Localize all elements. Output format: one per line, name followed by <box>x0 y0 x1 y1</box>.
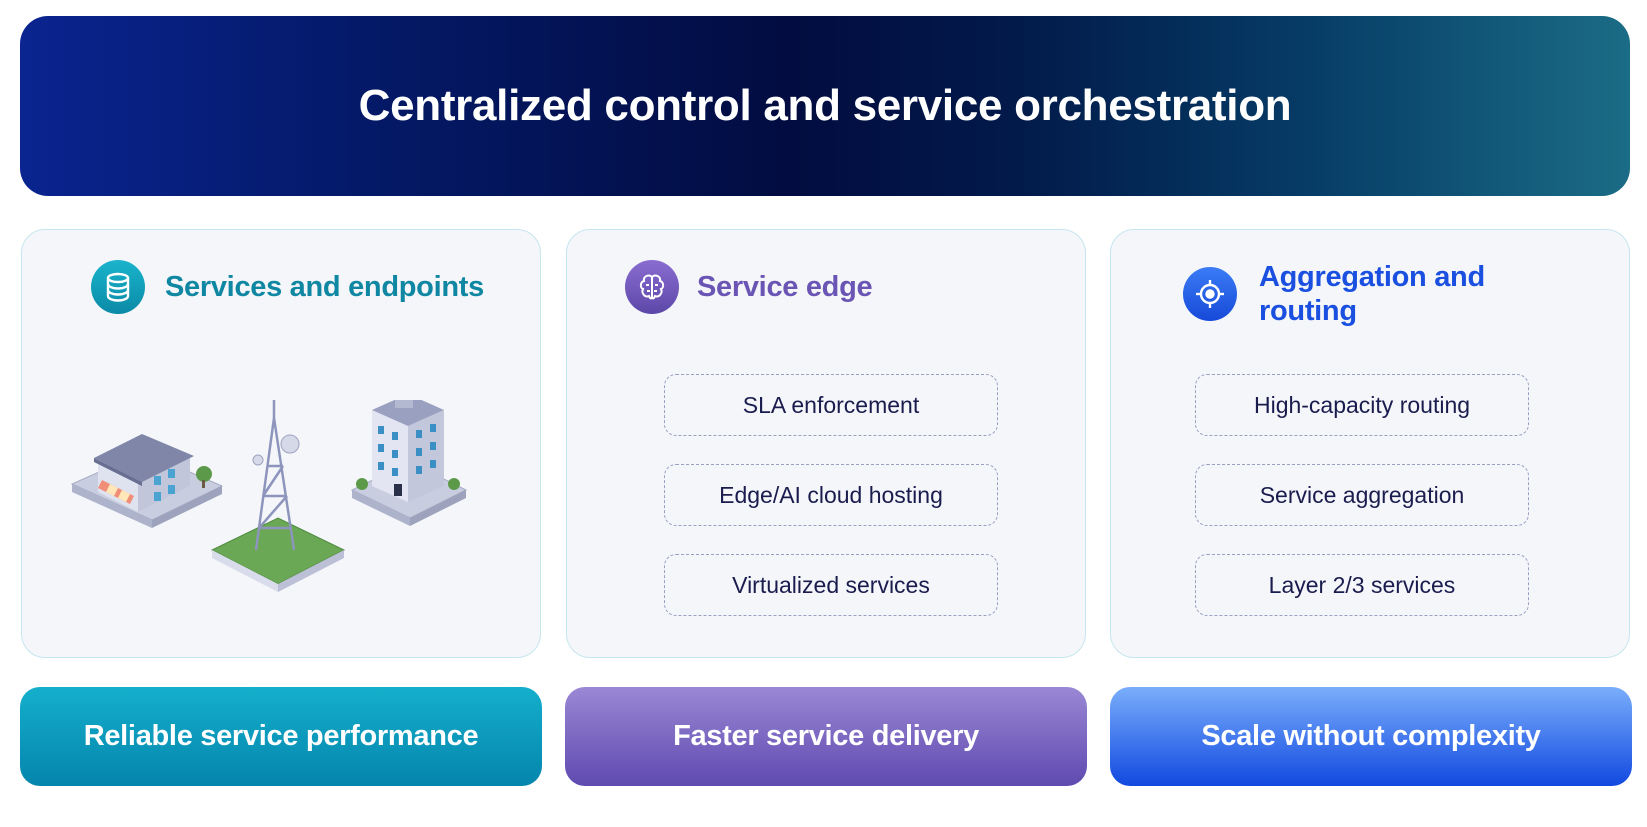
services-endpoints-card: Services and endpoints <box>21 229 541 658</box>
service-edge-header: Service edge <box>625 260 873 314</box>
page-title: Centralized control and service orchestr… <box>358 81 1292 130</box>
office-building <box>350 400 468 526</box>
reliable-performance-banner: Reliable service performance <box>20 687 542 786</box>
database-icon <box>91 260 145 314</box>
endpoints-illustration <box>70 400 468 592</box>
tower-building <box>210 400 346 592</box>
sla-enforcement-item: SLA enforcement <box>664 374 998 436</box>
aggregation-routing-title: Aggregation and routing <box>1259 261 1485 327</box>
service-aggregation-item: Service aggregation <box>1195 464 1529 526</box>
high-capacity-routing-item: High-capacity routing <box>1195 374 1529 436</box>
services-endpoints-title: Services and endpoints <box>165 271 484 303</box>
layer-services-item: Layer 2/3 services <box>1195 554 1529 616</box>
faster-delivery-banner: Faster service delivery <box>565 687 1087 786</box>
service-edge-title: Service edge <box>697 271 873 303</box>
edge-ai-hosting-item: Edge/AI cloud hosting <box>664 464 998 526</box>
services-endpoints-header: Services and endpoints <box>91 260 484 314</box>
target-icon <box>1183 267 1237 321</box>
scale-banner: Scale without complexity <box>1110 687 1632 786</box>
shop-building <box>70 434 224 528</box>
header-banner: Centralized control and service orchestr… <box>20 16 1630 196</box>
aggregation-routing-header: Aggregation and routing <box>1183 260 1519 328</box>
faster-delivery-label: Faster service delivery <box>673 720 979 752</box>
aggregation-routing-card: Aggregation and routing High-capacity ro… <box>1110 229 1630 658</box>
brain-icon <box>625 260 679 314</box>
virtualized-services-item: Virtualized services <box>664 554 998 616</box>
scale-label: Scale without complexity <box>1201 720 1541 752</box>
reliable-performance-label: Reliable service performance <box>83 720 479 752</box>
service-edge-card: Service edge SLA enforcement Edge/AI clo… <box>566 229 1086 658</box>
